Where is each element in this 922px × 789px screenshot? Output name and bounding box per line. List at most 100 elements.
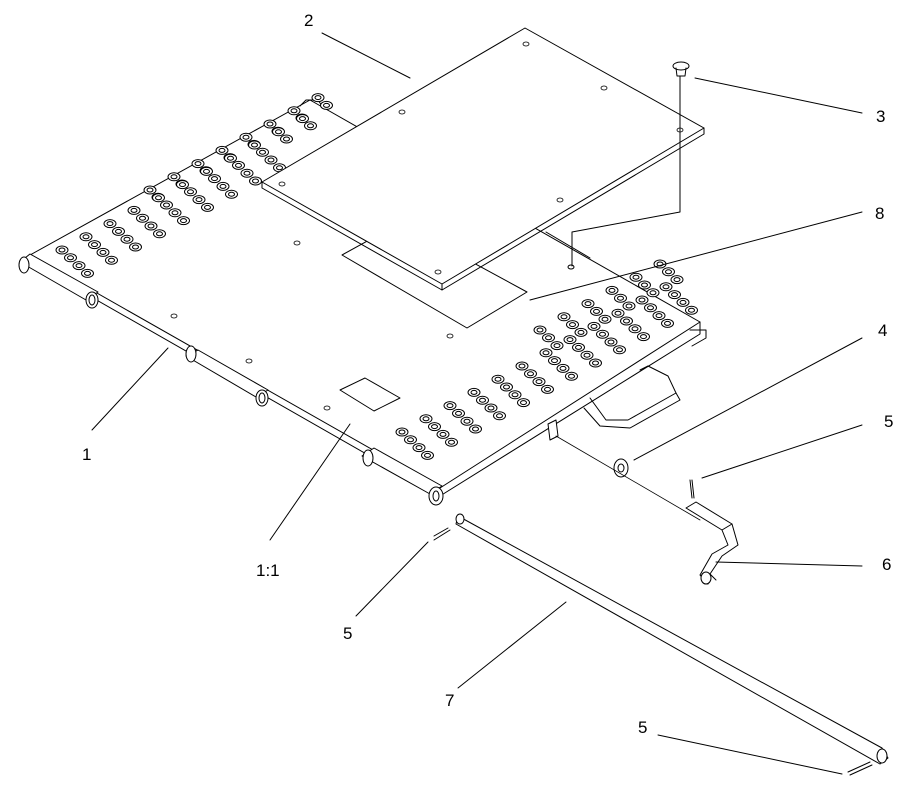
perforation-hole-inner: [82, 234, 90, 240]
callout-2: 2: [304, 11, 314, 30]
perforation-hole: [467, 387, 481, 397]
perforation-hole: [628, 324, 642, 334]
perforation-hole-inner: [614, 310, 622, 316]
perforation-hole: [659, 282, 673, 292]
perforation-hole: [272, 127, 285, 137]
washer: [613, 458, 629, 478]
perforation-hole-inner: [398, 429, 406, 435]
perforation-hole: [598, 314, 612, 324]
fastener: [545, 61, 690, 270]
perforation-hole-inner: [407, 437, 414, 443]
perforation-hole-inner: [267, 157, 275, 163]
perforation-hole: [445, 437, 458, 447]
perforation-hole-inner: [553, 343, 561, 349]
perforation-hole-inner: [494, 376, 502, 382]
perforation-hole: [168, 208, 182, 218]
perforation-hole-inner: [559, 365, 567, 371]
perforation-hole-inner: [640, 334, 647, 340]
perforation-hole-inner: [290, 108, 298, 114]
perforation-hole-inner: [527, 371, 534, 377]
perforation-hole-inner: [259, 149, 266, 155]
perforation-hole-inner: [649, 290, 657, 296]
perforation-hole: [144, 221, 158, 231]
perforation-hole: [587, 321, 601, 331]
perforation-hole: [167, 172, 181, 182]
perforation-hole: [620, 316, 633, 326]
perforation-hole: [81, 268, 94, 278]
perforation-hole: [604, 337, 618, 347]
perforation-hole: [652, 311, 666, 321]
perforation-hole-inner: [664, 320, 671, 326]
perforation-hole-inner: [203, 168, 210, 174]
perforation-hole-inner: [146, 187, 154, 193]
cotter-pin-upper: [689, 479, 695, 499]
perforation-hole-inner: [616, 347, 623, 353]
perforation-hole-inner: [84, 270, 91, 276]
perforation-hole: [517, 398, 530, 408]
perforation-hole-inner: [235, 162, 242, 168]
small-label: [339, 377, 401, 412]
perforation-hole: [670, 275, 684, 285]
perforation-hole-inner: [180, 218, 187, 224]
perforation-hole-inner: [439, 431, 447, 437]
perforation-hole-inner: [638, 297, 646, 303]
perforation-hole-inner: [228, 191, 235, 197]
perforation-hole: [524, 369, 537, 379]
perforation-hole: [248, 140, 261, 150]
perforation-hole-inner: [583, 352, 591, 358]
perforation-hole-inner: [671, 292, 678, 298]
perforation-hole-inner: [503, 384, 510, 390]
callout-5-upper: 5: [884, 412, 894, 431]
perforation-hole-inner: [560, 314, 568, 320]
perforation-hole: [589, 358, 602, 368]
perforation-hole: [216, 181, 230, 191]
perforation-hole-inner: [641, 282, 648, 288]
perforation-hole-inner: [219, 183, 227, 189]
perforation-hole: [563, 335, 577, 345]
perforation-hole: [105, 255, 118, 265]
perforation-hole: [638, 280, 651, 290]
mounting-holes: [170, 225, 454, 411]
leader-lines: [91, 32, 863, 775]
perforation-hole: [256, 147, 269, 157]
perforation-hole: [263, 119, 277, 129]
perforation-hole: [191, 159, 205, 169]
perforation-hole-inner: [551, 358, 558, 364]
perforation-hole: [476, 395, 489, 405]
perforation-hole: [176, 180, 189, 190]
perforation-hole: [580, 350, 594, 360]
crank-handle: [685, 501, 739, 585]
perforation-hole-inner: [251, 142, 258, 148]
perforation-hole: [685, 305, 698, 315]
perforation-hole-inner: [470, 389, 478, 395]
perforation-hole: [491, 374, 505, 384]
perforation-hole-inner: [679, 299, 687, 305]
perforation-hole-inner: [584, 301, 592, 307]
perforation-hole-inner: [632, 274, 640, 280]
perforation-hole: [184, 187, 197, 197]
perforation-hole-inner: [575, 344, 582, 350]
perforation-hole-inner: [187, 189, 194, 195]
perforation-hole: [508, 390, 522, 400]
perforation-hole: [566, 320, 579, 330]
perforation-hole: [493, 411, 506, 421]
perforation-hole: [127, 205, 141, 215]
perforation-hole: [320, 100, 333, 110]
perforation-hole: [153, 229, 166, 239]
perforation-hole: [590, 306, 603, 316]
callout-7: 7: [445, 691, 455, 710]
perforation-hole: [200, 166, 213, 176]
perforation-hole: [192, 195, 206, 205]
perforation-hole-inner: [155, 195, 162, 201]
perforation-hole: [428, 422, 441, 432]
perforation-hole-inner: [194, 161, 202, 167]
perforation-hole-inner: [415, 445, 423, 451]
perforation-hole: [201, 202, 214, 212]
perforation-hole: [152, 193, 165, 203]
callout-5-lower: 5: [638, 718, 648, 737]
perforation-hole: [539, 348, 553, 358]
plate-handle: [583, 365, 681, 429]
perforation-hole-inner: [283, 136, 290, 142]
perforation-hole-inner: [592, 360, 599, 366]
